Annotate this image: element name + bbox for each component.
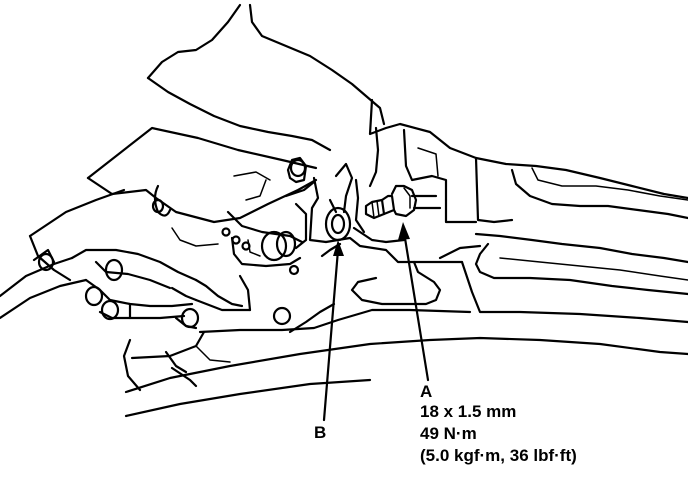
case-boss bbox=[151, 156, 328, 326]
callout-a-size: 18 x 1.5 mm bbox=[420, 402, 516, 421]
crossmember-rail bbox=[122, 232, 688, 418]
leader-b-arrow bbox=[333, 240, 344, 256]
callout-a-torque-nm: 49 N·m bbox=[420, 424, 477, 443]
leader-lines bbox=[322, 222, 430, 422]
transmission-housing bbox=[28, 3, 386, 282]
leader-a bbox=[402, 230, 430, 382]
callout-a-torque-other: (5.0 kgf·m, 36 lbf·ft) bbox=[420, 446, 577, 465]
fluid-line bbox=[320, 162, 406, 258]
leader-b bbox=[322, 248, 340, 422]
callout-a-letter: A bbox=[420, 382, 432, 401]
leader-a-arrow bbox=[398, 222, 410, 240]
bolt-a bbox=[364, 184, 442, 220]
lower-pipes bbox=[0, 248, 252, 330]
sealing-washer-b bbox=[324, 206, 352, 242]
right-case-section bbox=[368, 98, 688, 224]
callout-b-letter: B bbox=[314, 423, 326, 442]
